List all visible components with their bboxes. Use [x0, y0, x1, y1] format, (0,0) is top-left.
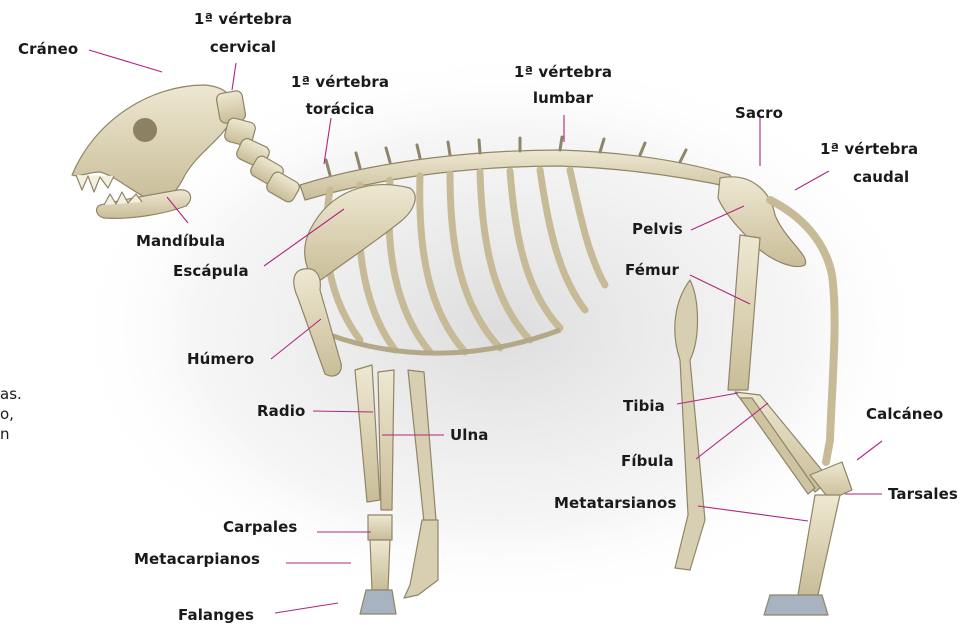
- label-humero: Húmero: [187, 350, 254, 369]
- label-craneo: Cráneo: [18, 40, 78, 59]
- label-ulna: Ulna: [450, 426, 489, 445]
- label-caudal-line1: 1ª vértebra: [820, 140, 918, 159]
- radius-ulna-2: [378, 370, 394, 510]
- label-toracica-line2: torácica: [286, 100, 394, 119]
- label-caudal-line2: caudal: [853, 168, 909, 187]
- cut-text-line1: as.: [0, 385, 22, 404]
- label-escapula: Escápula: [173, 262, 249, 281]
- cut-text-line2: o,: [0, 405, 14, 424]
- label-cervical-line2: cervical: [189, 38, 297, 57]
- label-calcaneo: Calcáneo: [866, 405, 943, 424]
- label-mandibula: Mandíbula: [136, 232, 225, 251]
- label-metacarpianos: Metacarpianos: [134, 550, 260, 569]
- label-sacro: Sacro: [735, 104, 783, 123]
- cut-text-line3: n: [0, 425, 10, 444]
- label-cervical-line1: 1ª vértebra: [189, 10, 297, 29]
- label-lumbar-line2: lumbar: [509, 89, 617, 108]
- label-carpales: Carpales: [223, 518, 297, 537]
- label-tibia: Tibia: [623, 397, 665, 416]
- eye-socket: [133, 118, 157, 142]
- label-metatarsianos: Metatarsianos: [554, 494, 677, 513]
- upper-teeth: [76, 175, 114, 192]
- front-paw: [360, 590, 396, 614]
- metacarpals: [370, 540, 390, 590]
- label-fibula: Fíbula: [621, 452, 674, 471]
- label-radio: Radio: [257, 402, 305, 421]
- hind-paw: [764, 595, 828, 615]
- label-toracica-line1: 1ª vértebra: [286, 73, 394, 92]
- label-femur: Fémur: [625, 261, 679, 280]
- label-tarsales: Tarsales: [888, 485, 958, 504]
- carpals: [368, 515, 392, 540]
- label-pelvis: Pelvis: [632, 220, 683, 239]
- label-lumbar-line1: 1ª vértebra: [509, 63, 617, 82]
- label-falanges: Falanges: [178, 606, 254, 625]
